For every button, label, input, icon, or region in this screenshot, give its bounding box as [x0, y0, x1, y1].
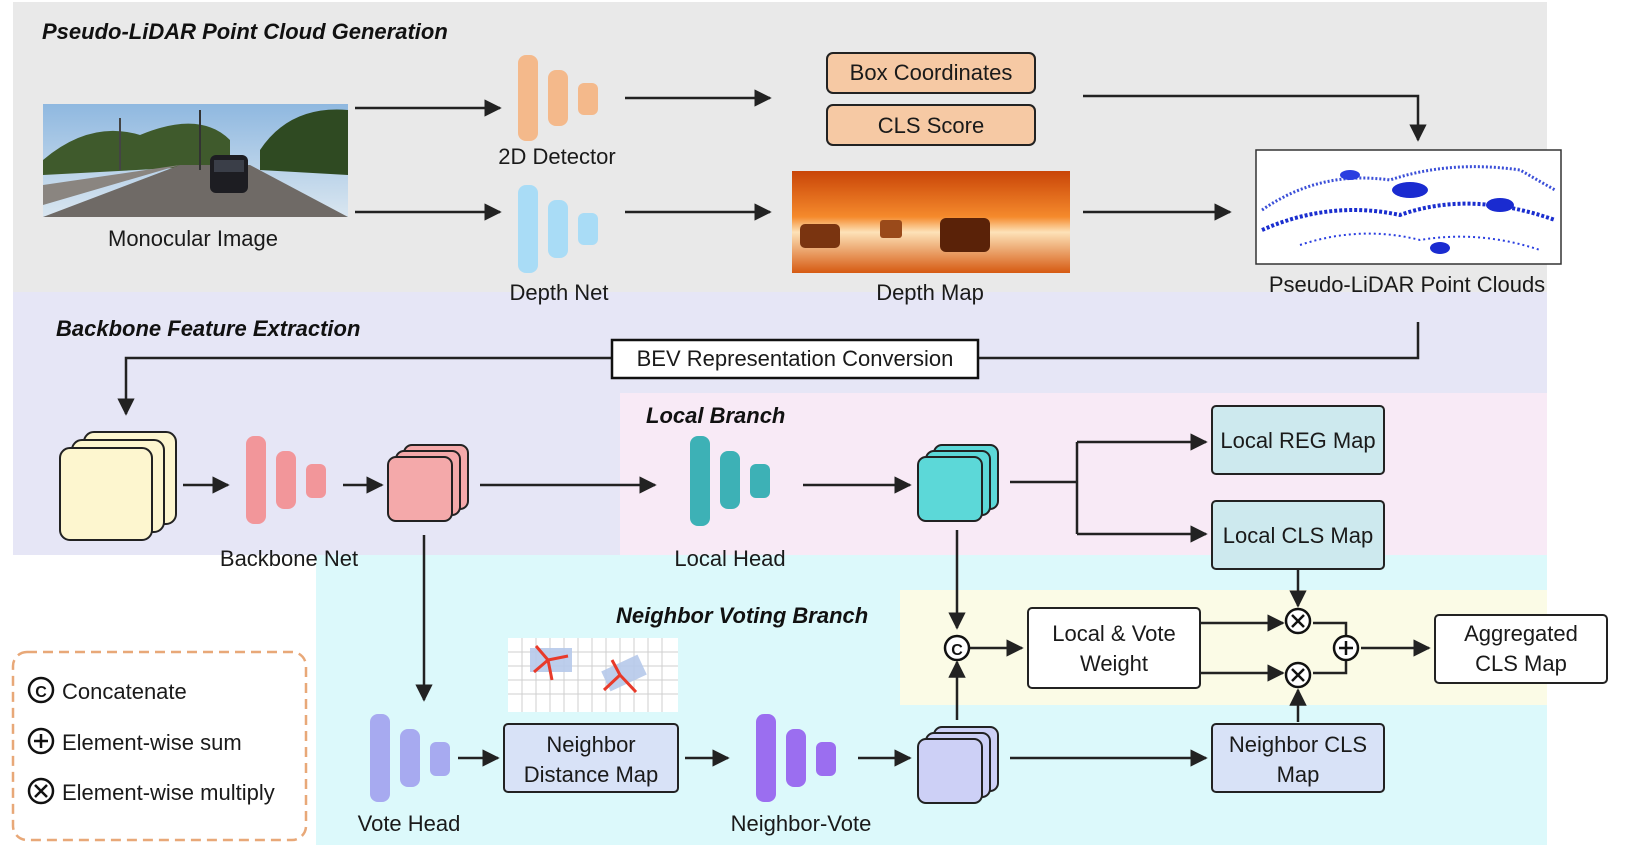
depth-net-network-icon: [518, 185, 598, 273]
neighbor-cls-map-box: [1211, 723, 1385, 793]
backbone-net-label: Backbone Net: [220, 546, 358, 571]
bev-conversion-box: [610, 338, 980, 380]
local-vote-weight-box: [1027, 607, 1201, 689]
local-branch-arrows: [183, 433, 1208, 702]
depth-map-label: Depth Map: [876, 280, 984, 305]
local-cls-map-label: Local CLS Map: [1223, 523, 1373, 548]
backbone-feature-stack: [387, 444, 469, 522]
aggregated-cls-map-label-1: Aggregated: [1464, 621, 1578, 646]
section-title-local-branch: Local Branch: [646, 403, 785, 428]
legend-multiply-icon: [27, 777, 55, 805]
box-coordinates-label: Box Coordinates: [850, 60, 1013, 85]
detector-2d-label: 2D Detector: [498, 144, 615, 169]
neighbor-vote-network-icon: [756, 714, 836, 802]
multiply-operator-icon-bottom: [1284, 661, 1312, 689]
local-reg-map-label: Local REG Map: [1220, 428, 1375, 453]
aggregated-cls-map-box: [1434, 614, 1608, 684]
local-vote-weight-label-1: Local & Vote: [1052, 621, 1176, 646]
concatenate-operator-icon: C: [943, 634, 971, 662]
region-local-branch: [620, 393, 1547, 555]
point-clouds-label: Pseudo-LiDAR Point Clouds: [1269, 272, 1545, 297]
vote-head-label: Vote Head: [358, 811, 461, 836]
detector-2d-network-icon: [518, 55, 598, 141]
neighbor-cls-map-label-1: Neighbor CLS: [1229, 732, 1367, 757]
neighbor-distance-map-label-1: Neighbor: [546, 732, 635, 757]
cls-score-label: CLS Score: [878, 113, 984, 138]
legend-sum-icon: [27, 727, 55, 755]
box-coordinates-box: [826, 52, 1036, 94]
legend-concatenate-icon: C: [27, 676, 55, 704]
legend-multiply-label: Element-wise multiply: [62, 780, 275, 805]
legend-concatenate-label: Concatenate: [62, 679, 187, 704]
neighbor-branch-arrows: [458, 569, 1431, 767]
local-feature-stack: [917, 444, 999, 522]
svg-text:C: C: [951, 642, 963, 659]
local-head-network-icon: [690, 436, 770, 526]
neighbor-cls-map-label-2: Map: [1277, 762, 1320, 787]
svg-text:C: C: [35, 684, 47, 701]
neighbor-distance-grid-illustration: [508, 638, 678, 712]
neighbor-feature-stack: [917, 726, 999, 804]
section-title-backbone: Backbone Feature Extraction: [56, 316, 360, 341]
legend: C Concatenate Element-wise sum Element-w…: [11, 650, 308, 842]
neighbor-vote-label: Neighbor-Vote: [731, 811, 872, 836]
multiply-operator-icon-top: [1284, 607, 1312, 635]
section-title-neighbor-branch: Neighbor Voting Branch: [616, 603, 868, 628]
neighbor-distance-map-label-2: Distance Map: [524, 762, 659, 787]
cls-score-box: [826, 104, 1036, 146]
monocular-image: [43, 104, 348, 217]
section-title-pseudo-lidar: Pseudo-LiDAR Point Cloud Generation: [42, 19, 448, 44]
neighbor-distance-map-box: [503, 723, 679, 793]
point-clouds-image: [1255, 149, 1562, 265]
bev-conversion-label: BEV Representation Conversion: [637, 346, 954, 371]
backbone-net-network-icon: [246, 436, 326, 524]
local-vote-weight-label-2: Weight: [1080, 651, 1148, 676]
depth-net-label: Depth Net: [509, 280, 608, 305]
local-reg-map-box: [1211, 405, 1385, 475]
aggregated-cls-map-label-2: CLS Map: [1475, 651, 1567, 676]
sum-operator-icon: [1332, 634, 1360, 662]
monocular-image-label: Monocular Image: [108, 226, 278, 251]
local-head-label: Local Head: [674, 546, 785, 571]
vote-head-network-icon: [370, 714, 450, 802]
legend-sum-label: Element-wise sum: [62, 730, 242, 755]
depth-map-image: [792, 171, 1070, 273]
bev-feature-stack: [59, 431, 177, 541]
